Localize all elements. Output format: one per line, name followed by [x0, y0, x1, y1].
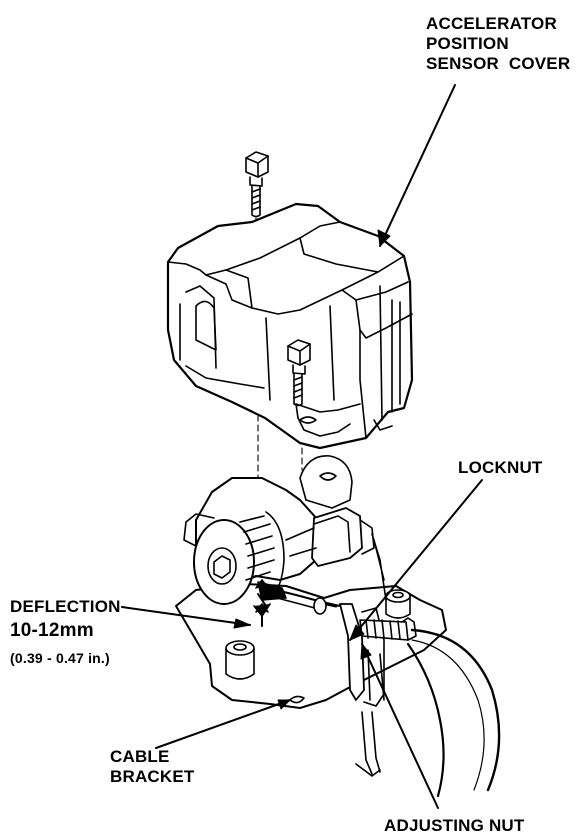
deflection-label: DEFLECTION: [10, 597, 121, 616]
leader-lines: [121, 84, 483, 809]
adjusting-nut-label: ADJUSTING NUT: [384, 816, 525, 835]
sensor-assembly: [175, 455, 501, 798]
upper-bolt: [245, 151, 269, 218]
cable-bracket-label-line1: CABLE: [110, 747, 170, 766]
cable-bracket-label: CABLE BRACKET: [110, 747, 195, 787]
lower-bolt: [287, 339, 311, 407]
sensor-cover-label-line2: POSITION: [426, 34, 509, 53]
cable-bracket-label-line2: BRACKET: [110, 767, 195, 786]
deflection-mm-value: 10-12mm: [10, 620, 94, 641]
sensor-cover: [166, 202, 414, 450]
deflection-indicator: [253, 579, 271, 627]
leader-arrowheads: [233, 229, 391, 710]
deflection-inch-value: (0.39 - 0.47 in.): [10, 650, 110, 666]
locknut-label: LOCKNUT: [458, 458, 543, 477]
sensor-cover-label: ACCELERATOR POSITION SENSOR COVER: [426, 14, 570, 74]
sensor-cover-label-line3: SENSOR COVER: [426, 54, 571, 73]
sensor-cover-label-line1: ACCELERATOR: [426, 14, 557, 33]
